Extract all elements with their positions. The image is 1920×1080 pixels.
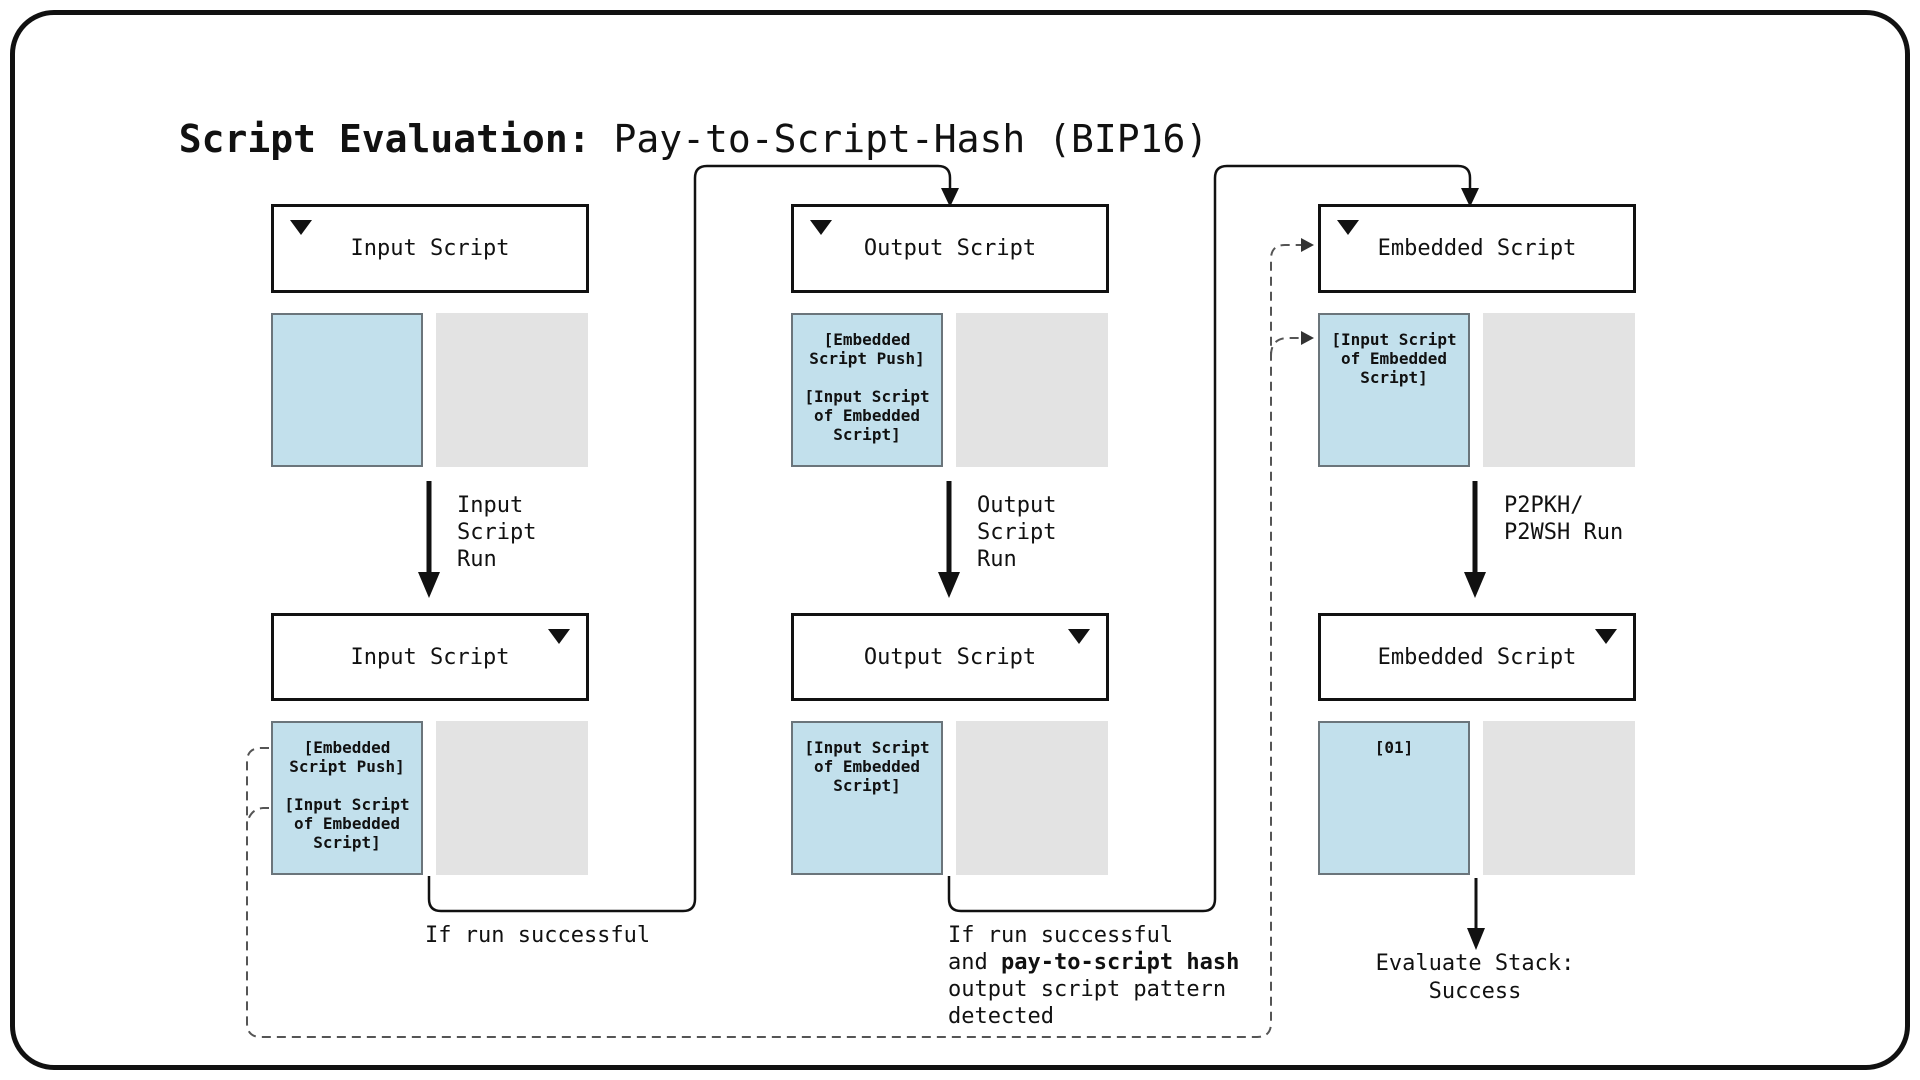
stack-slot-gray-output-script — [956, 313, 1108, 467]
caption-line: output script pattern — [948, 976, 1239, 1003]
result-text-line: Evaluate Stack: — [1375, 951, 1575, 976]
stage-label-box-input-script: Input Script — [271, 204, 589, 293]
stack-item-blue-embedded-script: [01] — [1318, 721, 1470, 875]
stack-slot-gray-input-script — [436, 313, 588, 467]
stage-marker-triangle-icon — [1337, 220, 1359, 235]
run-arrow-label-line: Input — [457, 493, 524, 518]
run-arrow-label-line: Script — [457, 520, 537, 545]
diagram-outer-frame — [10, 10, 1910, 1070]
stack-item-text-line: [Embedded — [303, 738, 391, 757]
stack-item-text-line: [Input Script — [804, 738, 930, 757]
stack-item-text-line: Script Push] — [809, 349, 925, 368]
page-title-heading: Script Evaluation: — [178, 117, 591, 161]
stack-item-text-line: of Embedded — [814, 406, 920, 425]
stack-item-text-line: Script] — [833, 425, 901, 444]
stack-slot-gray-embedded-script — [1483, 721, 1635, 875]
stack-item-text-line: Script] — [313, 833, 381, 852]
caption-segment: If run successful — [425, 923, 651, 948]
run-arrow-label-line: Run — [457, 547, 497, 572]
stack-slot-gray-input-script — [436, 721, 588, 875]
caption-line: If run successful — [425, 922, 650, 949]
caption-segment: If run successful — [948, 923, 1174, 948]
run-arrow-label-line: Script — [977, 520, 1057, 545]
stage-marker-triangle-icon — [1068, 629, 1090, 644]
result-text-line: Success — [1428, 979, 1522, 1004]
stage-label: Input Script — [350, 644, 510, 670]
stage-label-box-embedded-script: Embedded Script — [1318, 204, 1636, 293]
run-arrow-label-line: P2PKH/ — [1504, 493, 1584, 518]
caption-segment: and — [948, 950, 1001, 975]
stack-item-text-line: Script] — [1360, 368, 1428, 387]
stack-item-text-line: Script] — [833, 776, 901, 795]
caption-line: detected — [948, 1003, 1239, 1030]
stage-label-box-output-script: Output Script — [791, 204, 1109, 293]
stack-item-text-line: [Embedded — [823, 330, 911, 349]
caption-segment: pay-to-script hash — [1000, 950, 1240, 975]
stack-item-text-line: Script Push] — [289, 757, 405, 776]
stage-label: Output Script — [863, 236, 1037, 261]
stack-item-text-line: [Input Script — [1331, 330, 1457, 349]
stage-label-box-input-script: Input Script — [271, 613, 589, 701]
caption-segment: output script pattern — [948, 977, 1227, 1002]
caption-line: and pay-to-script hash — [948, 949, 1239, 976]
stack-item-text-line: of Embedded — [294, 814, 400, 833]
stage-label-box-embedded-script: Embedded Script — [1318, 613, 1636, 701]
stage-marker-triangle-icon — [810, 220, 832, 235]
stack-item-text-line — [793, 368, 941, 387]
stage-label: Output Script — [863, 644, 1037, 670]
stage-label: Embedded Script — [1377, 236, 1577, 261]
stage-marker-triangle-icon — [290, 220, 312, 235]
stage-label: Embedded Script — [1377, 644, 1577, 670]
stack-item-text-line: [Input Script — [284, 795, 410, 814]
stack-item-text-line: [Input Script — [804, 387, 930, 406]
stage-marker-triangle-icon — [548, 629, 570, 644]
stack-item-text-line — [273, 776, 421, 795]
stage-label-box-output-script: Output Script — [791, 613, 1109, 701]
caption-line: If run successful — [948, 922, 1239, 949]
result-text-embedded-script: Evaluate Stack: Success — [1376, 950, 1575, 1006]
stack-item-text-line: [01] — [1374, 738, 1414, 757]
stack-item-blue-input-script — [271, 313, 423, 467]
stack-item-text-line: of Embedded — [1341, 349, 1447, 368]
stage-marker-triangle-icon — [1595, 629, 1617, 644]
run-arrow-label-line: P2WSH Run — [1504, 520, 1624, 545]
run-arrow-label-embedded-script: P2PKH/P2WSH Run — [1504, 492, 1623, 546]
page-title: Script Evaluation: Pay-to-Script-Hash (B… — [133, 70, 1209, 162]
stack-slot-gray-output-script — [956, 721, 1108, 875]
stage-label: Input Script — [350, 236, 510, 261]
stack-slot-gray-embedded-script — [1483, 313, 1635, 467]
title-separator — [591, 117, 614, 161]
run-arrow-label-line: Run — [977, 547, 1017, 572]
run-arrow-label-line: Output — [977, 493, 1057, 518]
stack-item-text-line: of Embedded — [814, 757, 920, 776]
page-title-subtitle: Pay-to-Script-Hash (BIP16) — [613, 117, 1209, 161]
caption-segment: detected — [948, 1004, 1054, 1029]
caption-input-script: If run successful — [425, 922, 650, 949]
